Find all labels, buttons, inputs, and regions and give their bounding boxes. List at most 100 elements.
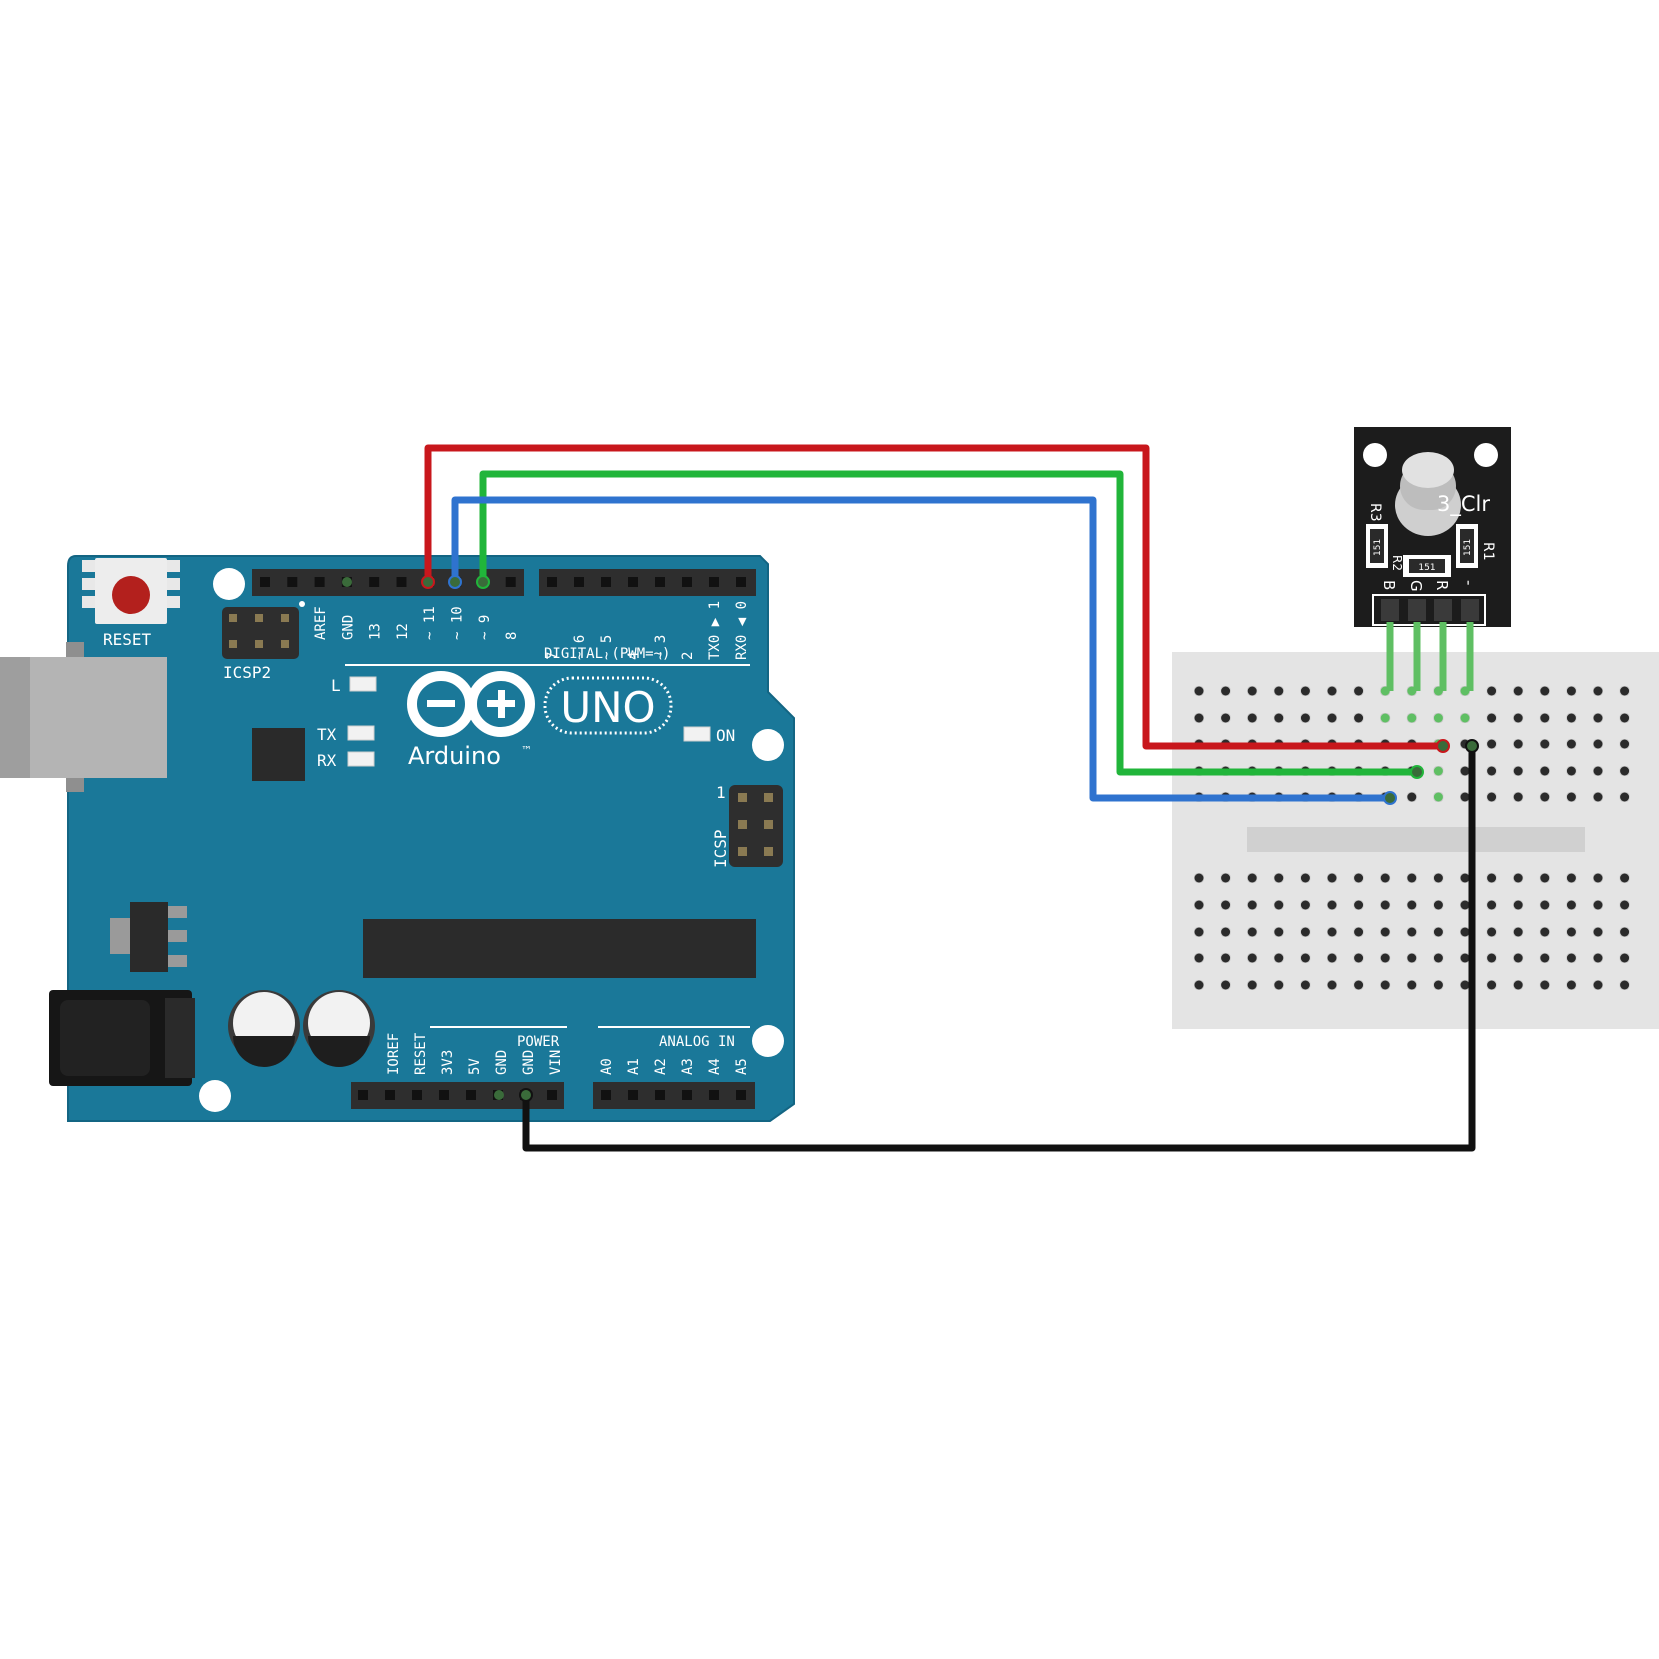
pin-label: ~ 3 [653, 635, 669, 660]
mounting-hole [199, 1080, 231, 1112]
pin-label: GND [494, 1050, 510, 1075]
pin-label: ~ 5 [599, 635, 615, 660]
icsp-pin1-label: 1 [716, 783, 726, 802]
breadboard-hole [1300, 980, 1310, 990]
pin-label: 8 [504, 632, 520, 640]
breadboard-hole [1327, 927, 1337, 937]
breadboard-hole [1221, 900, 1231, 910]
breadboard-hole [1540, 900, 1550, 910]
breadboard-hole [1487, 927, 1497, 937]
breadboard-hole [1380, 953, 1390, 963]
breadboard-hole [1194, 713, 1204, 723]
wire-end-point [1410, 765, 1424, 779]
breadboard-hole [1593, 739, 1603, 749]
pin-label: IOREF [386, 1033, 402, 1075]
breadboard-hole [1327, 873, 1337, 883]
pin-label: 3V3 [440, 1050, 456, 1075]
breadboard-hole [1300, 713, 1310, 723]
resistor-value: 151 [1373, 539, 1383, 556]
header-pin-hole [736, 1090, 746, 1100]
header-pin-hole [358, 1090, 368, 1100]
breadboard-hole [1540, 713, 1550, 723]
breadboard-hole [1221, 713, 1231, 723]
header-pin-hole [505, 577, 516, 587]
usb-chip [252, 728, 305, 781]
icsp-label: ICSP [711, 829, 730, 868]
pin-label: A3 [680, 1058, 696, 1075]
pin-label: 4 [626, 652, 642, 660]
gnd-pin-marker [342, 577, 352, 587]
breadboard-hole [1407, 792, 1417, 802]
breadboard-hole [1407, 873, 1417, 883]
reset-label: RESET [103, 630, 152, 649]
breadboard-hole [1540, 766, 1550, 776]
breadboard-hole [1513, 739, 1523, 749]
breadboard-hole [1327, 713, 1337, 723]
resistor-value: 151 [1463, 539, 1473, 556]
wire-red [424, 444, 1447, 750]
pin-label: GND [340, 615, 356, 640]
breadboard-hole [1513, 980, 1523, 990]
breadboard-hole [1274, 953, 1284, 963]
breadboard-hole [1327, 686, 1337, 696]
breadboard-hole [1194, 900, 1204, 910]
pin-label: 2 [680, 652, 696, 660]
header-pin-hole [682, 577, 692, 587]
header-pin-hole [287, 577, 298, 587]
wire-end-point [1383, 791, 1397, 805]
header-pin-hole [655, 1090, 665, 1100]
module-leads [1386, 622, 1474, 691]
breadboard-hole [1247, 713, 1257, 723]
header-pin-hole [601, 1090, 611, 1100]
breadboard-hole [1433, 713, 1443, 723]
breadboard-hole [1593, 927, 1603, 937]
arduino-logo [407, 671, 535, 737]
module-pin-label: R [1433, 580, 1451, 590]
pin-label: ~ 9 [477, 615, 493, 640]
header-pin-hole [369, 577, 380, 587]
breadboard-hole [1566, 980, 1576, 990]
pin-label: ~ 11 [422, 606, 438, 640]
breadboard [1172, 652, 1659, 1029]
voltage-regulator [110, 902, 187, 972]
led-on [683, 726, 711, 742]
breadboard-hole [1566, 953, 1576, 963]
breadboard-hole [1433, 927, 1443, 937]
breadboard-hole [1354, 873, 1364, 883]
header-pin-hole [547, 577, 557, 587]
icsp2-header [222, 607, 299, 659]
module-name-label: 3_Clr [1437, 492, 1490, 517]
header-pin-hole [628, 577, 638, 587]
breadboard-hole [1274, 713, 1284, 723]
wire-end-point [519, 1088, 533, 1102]
pin-label: 12 [395, 623, 411, 640]
atmega-chip [363, 919, 756, 978]
breadboard-hole [1460, 900, 1470, 910]
breadboard-hole [1487, 900, 1497, 910]
header-pin-hole [385, 1090, 395, 1100]
digital-label: DIGITAL (PWM=~) [544, 646, 670, 662]
breadboard-hole [1620, 927, 1630, 937]
pin-label: A4 [707, 1058, 723, 1075]
led-rx [347, 751, 375, 767]
header-pin-hole [574, 577, 584, 587]
led-rx-label: RX [317, 751, 337, 770]
breadboard-hole [1593, 713, 1603, 723]
pin-label: AREF [313, 606, 329, 640]
breadboard-hole [1247, 873, 1257, 883]
breadboard-hole [1620, 739, 1630, 749]
analog-header [593, 1082, 755, 1109]
wire-green [479, 470, 1421, 776]
breadboard-hole [1354, 713, 1364, 723]
reset-button[interactable] [82, 558, 180, 624]
breadboard-hole [1460, 953, 1470, 963]
breadboard-hole [1247, 953, 1257, 963]
breadboard-hole [1407, 927, 1417, 937]
breadboard-hole [1566, 686, 1576, 696]
header-pin-hole [466, 1090, 476, 1100]
breadboard-hole [1354, 953, 1364, 963]
r2-label: R2 [1390, 555, 1404, 571]
reset-button-cap[interactable] [112, 576, 150, 614]
